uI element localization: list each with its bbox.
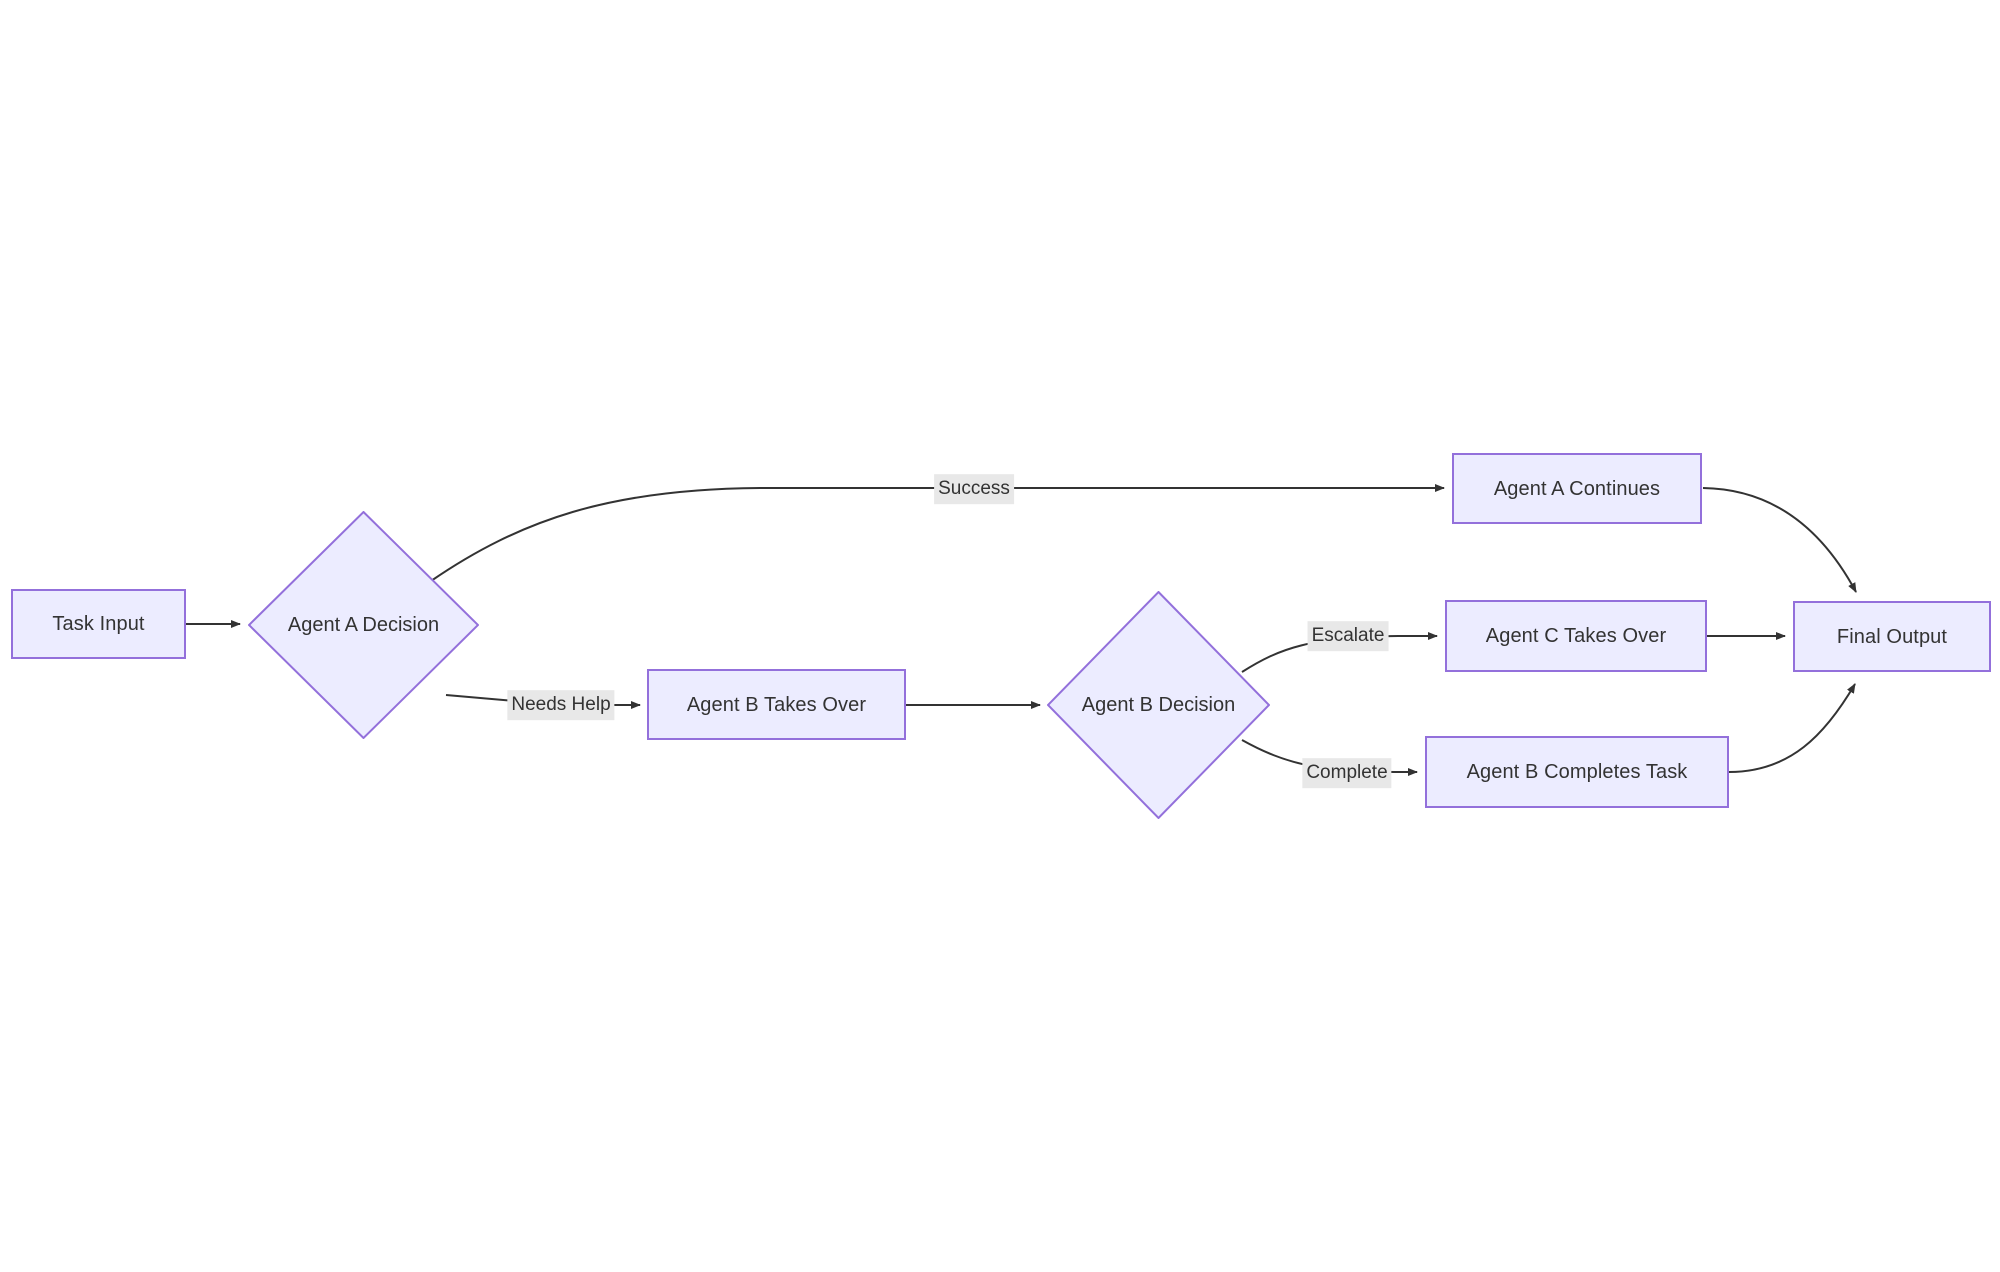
- agent-a-decision-diamond-shape: [248, 511, 479, 739]
- node-final-output-label: Final Output: [1836, 625, 1948, 648]
- node-task-input[interactable]: Task Input: [11, 589, 186, 659]
- node-agent-b-takes-over[interactable]: Agent B Takes Over: [647, 669, 906, 740]
- edge-label-needs-help: Needs Help: [507, 690, 615, 720]
- node-agent-a-decision[interactable]: Agent A Decision: [248, 511, 479, 739]
- node-agent-c-takes-over[interactable]: Agent C Takes Over: [1445, 600, 1707, 672]
- node-agent-b-decision[interactable]: Agent B Decision: [1047, 591, 1270, 819]
- edge-label-success: Success: [934, 474, 1014, 504]
- node-agent-a-continues[interactable]: Agent A Continues: [1452, 453, 1702, 524]
- node-agent-a-continues-label: Agent A Continues: [1493, 477, 1661, 500]
- node-agent-b-completes-task-label: Agent B Completes Task: [1466, 761, 1688, 783]
- agent-b-decision-diamond-shape: [1047, 591, 1270, 819]
- node-task-input-label: Task Input: [52, 613, 145, 635]
- edge-label-escalate: Escalate: [1307, 621, 1389, 651]
- node-final-output[interactable]: Final Output: [1793, 601, 1991, 672]
- node-agent-a-decision-label: Agent A Decision: [287, 613, 440, 636]
- node-agent-b-takes-over-label: Agent B Takes Over: [686, 693, 867, 716]
- edge-agent-a-continues-to-final-output: [1702, 487, 1857, 593]
- node-agent-b-decision-label: Agent B Decision: [1081, 693, 1236, 716]
- node-agent-b-completes-task[interactable]: Agent B Completes Task: [1425, 736, 1729, 808]
- edge-label-complete: Complete: [1302, 758, 1392, 788]
- edge-agent-b-completes-task-to-final-output: [1728, 683, 1856, 773]
- node-agent-c-takes-over-label: Agent C Takes Over: [1485, 625, 1667, 647]
